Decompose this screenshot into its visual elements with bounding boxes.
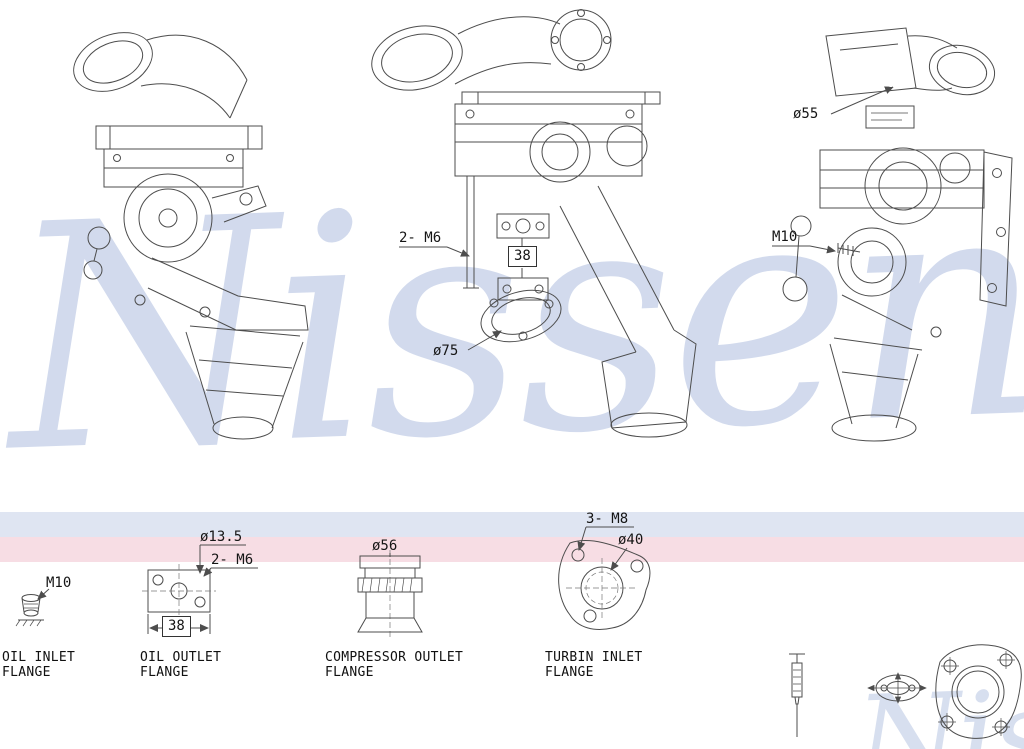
- dim-label-flange-dia-center: ø75: [433, 343, 459, 359]
- turbine-gasket-plate-drawing: [935, 644, 1022, 739]
- flange-caption-turbine-inlet: TURBIN INLET FLANGE: [545, 650, 643, 680]
- turbine-inlet-flange-drawing: [558, 540, 651, 630]
- dim-label-thread-spec-right: M10: [772, 229, 798, 245]
- flange-caption-line: OIL OUTLET: [140, 650, 222, 665]
- dim-label-oil-outlet-bolt-spec: 2- M6: [211, 552, 254, 568]
- small-gasket-drawing: [867, 672, 927, 704]
- dim-label-oil-outlet-hole-dia: ø13.5: [200, 529, 243, 545]
- flange-caption-line: FLANGE: [325, 664, 374, 680]
- flange-caption-line: FLANGE: [2, 664, 51, 680]
- dim-label-width-boxed-center: 38: [508, 246, 537, 267]
- flange-caption-compressor-outlet: COMPRESSOR OUTLET FLANGE: [325, 650, 464, 680]
- flange-caption-line: FLANGE: [140, 664, 189, 680]
- dimension-leaders: [37, 86, 894, 600]
- grease-syringe-icon: [789, 653, 805, 737]
- turbo-view-center: [371, 9, 697, 438]
- flange-caption-line: TURBIN INLET: [545, 650, 643, 665]
- flange-caption-line: OIL INLET: [2, 650, 76, 665]
- turbo-view-left: [73, 32, 309, 440]
- dim-label-turbine-inlet-bolt-spec: 3- M8: [586, 511, 629, 527]
- dim-label-compressor-outlet-dia: ø56: [372, 538, 398, 554]
- dim-label-inlet-dia-right: ø55: [793, 106, 819, 122]
- dim-label-bolt-spec-center: 2- M6: [399, 230, 442, 246]
- flange-caption-line: COMPRESSOR OUTLET: [325, 650, 464, 665]
- highlight-band-pink: [0, 537, 1024, 562]
- flange-caption-oil-outlet: OIL OUTLET FLANGE: [140, 650, 222, 680]
- dim-label-oil-inlet-thread: M10: [46, 575, 72, 591]
- dim-label-turbine-inlet-bore-dia: ø40: [618, 532, 644, 548]
- compressor-outlet-flange-drawing: [357, 550, 423, 638]
- oil-inlet-flange-drawing: [15, 594, 44, 627]
- turbo-view-right: [782, 27, 1013, 442]
- flange-caption-line: FLANGE: [545, 664, 594, 680]
- highlight-band-blue: [0, 512, 1024, 537]
- oil-outlet-flange-drawing: [142, 564, 216, 634]
- dim-label-oil-outlet-width-boxed: 38: [162, 616, 191, 637]
- flange-caption-oil-inlet: OIL INLET FLANGE: [2, 650, 76, 680]
